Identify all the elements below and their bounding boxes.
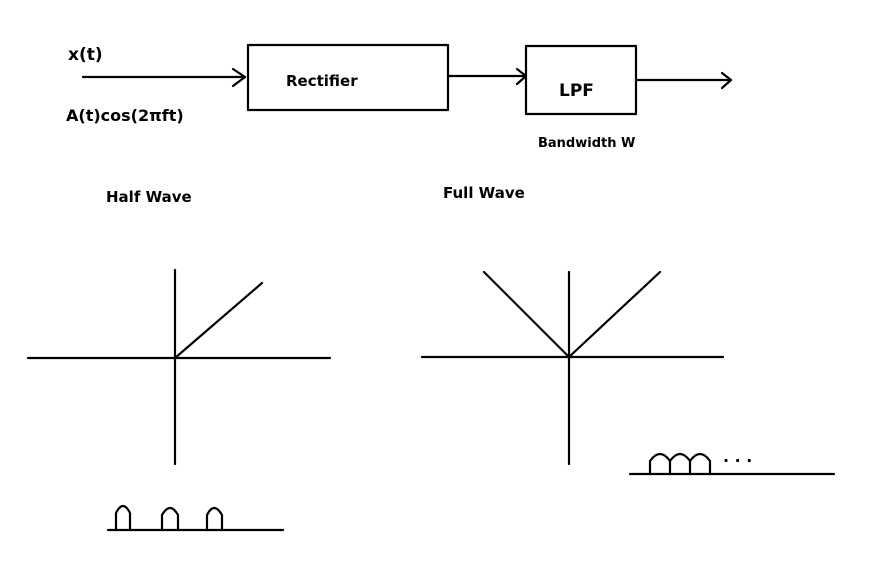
input-label-am-cos: A(t)cos(2πft): [66, 106, 184, 125]
full-wave-curve: [482, 270, 662, 359]
rectifier-block: [246, 43, 450, 112]
full-wave-axes: [420, 270, 725, 466]
half-wave-output-sketch: [106, 504, 285, 532]
rectifier-to-lpf-arrow: [447, 67, 528, 86]
half-wave-curve: [173, 281, 264, 360]
lpf-label: LPF: [559, 81, 594, 101]
input-arrow: [81, 67, 247, 88]
full-wave-output-sketch: [628, 452, 836, 476]
lpf-block: [524, 44, 638, 116]
half-wave-axes: [26, 268, 332, 466]
full-wave-title: Full Wave: [443, 184, 525, 202]
output-arrow: [635, 71, 733, 90]
input-label-xt: x(t): [68, 45, 103, 65]
full-wave-ellipsis: . . .: [723, 447, 752, 466]
half-wave-title: Half Wave: [106, 188, 192, 206]
rectifier-label: Rectifier: [286, 72, 358, 90]
lpf-bandwidth-label: Bandwidth W: [538, 136, 635, 151]
